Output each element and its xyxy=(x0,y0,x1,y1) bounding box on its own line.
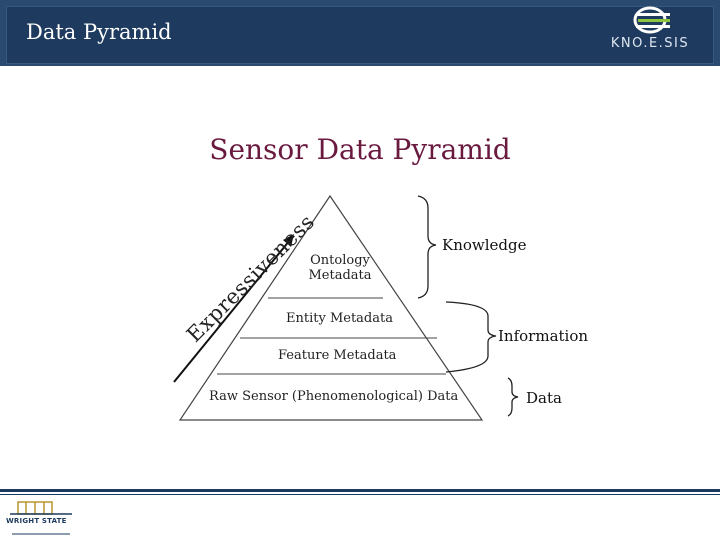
knoesis-logo-text: KNO.E.SIS xyxy=(610,36,690,51)
header-title: Data Pyramid xyxy=(26,20,172,44)
footer-rule-thin xyxy=(0,494,720,495)
expressiveness-arrowhead xyxy=(283,234,294,247)
group-information: Information xyxy=(498,327,589,345)
level-ontology-line2: Metadata xyxy=(308,268,372,283)
knoesis-logo: KNO.E.SIS xyxy=(588,6,712,58)
data-brace xyxy=(507,377,519,417)
level-entity-metadata: Entity Metadata xyxy=(286,311,393,326)
wright-state-logo-icon xyxy=(10,501,72,535)
knowledge-brace xyxy=(417,195,437,299)
level-ontology-line1: Ontology xyxy=(310,253,370,268)
footer-rule-thick xyxy=(0,489,720,492)
level-ontology-metadata: Ontology Metadata xyxy=(298,253,382,283)
slide-title: Sensor Data Pyramid xyxy=(209,133,511,166)
wright-state-wordmark: WRIGHT STATE xyxy=(6,517,67,525)
pyramid-outline xyxy=(178,194,484,421)
header-bar: Data Pyramid KNO.E.SIS xyxy=(0,0,720,66)
level-raw-sensor-data: Raw Sensor (Phenomenological) Data xyxy=(209,389,459,404)
header-panel xyxy=(6,6,714,64)
group-data: Data xyxy=(526,389,562,407)
knoesis-logo-icon xyxy=(633,6,670,34)
group-knowledge: Knowledge xyxy=(442,236,527,254)
expressiveness-arrow xyxy=(173,239,291,383)
level-feature-metadata: Feature Metadata xyxy=(278,348,397,363)
information-brace xyxy=(445,301,497,373)
